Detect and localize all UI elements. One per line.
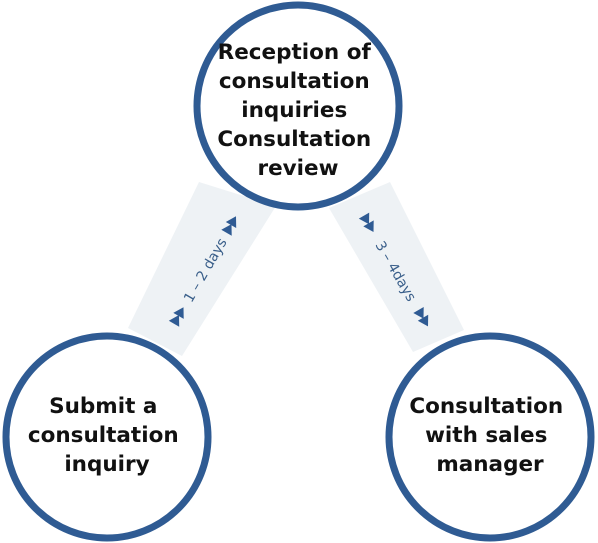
node-left-line: inquiry	[64, 452, 149, 477]
node-right-circle	[385, 332, 595, 542]
node-top-line: Consultation	[217, 127, 371, 152]
node-left-line: consultation	[28, 423, 179, 448]
node-top-line: review	[257, 156, 338, 181]
node-left-circle	[2, 332, 212, 542]
node-left-label: Submit a consultation inquiry	[28, 394, 186, 477]
node-right-label: Consultation with sales manager	[409, 394, 570, 477]
node-top-label: Reception of consultation inquiries Cons…	[217, 40, 378, 181]
double-arrow-icon	[413, 306, 429, 327]
node-top-line: inquiries	[241, 98, 347, 123]
double-arrow-icon	[358, 212, 374, 233]
node-right-line: Consultation	[409, 394, 563, 419]
connector-band-right	[329, 182, 464, 352]
connector-band-left	[128, 182, 276, 356]
node-right-line: with sales	[425, 423, 547, 448]
node-top-line: Reception of	[218, 40, 372, 65]
node-right-line: manager	[436, 452, 544, 477]
node-top-circle	[193, 1, 403, 211]
node-left-line: Submit a	[49, 394, 157, 419]
double-arrow-icon	[168, 307, 184, 327]
node-top-line: consultation	[219, 69, 370, 94]
double-arrow-icon	[221, 216, 237, 236]
